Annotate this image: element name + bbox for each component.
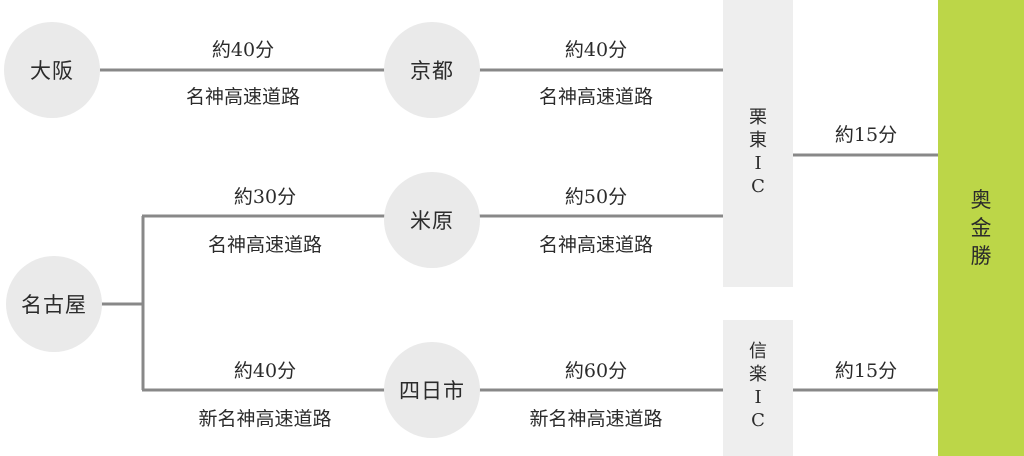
route-nagoya-maibara-road: 名神高速道路 [207, 234, 323, 256]
route-nagoya-yokkaichi-road: 新名神高速道路 [198, 408, 332, 430]
route-osaka-kyoto-time: 約40分 [211, 39, 275, 61]
shigaraki-ic-box: 信 楽 I C [723, 320, 793, 456]
city-osaka-label: 大阪 [30, 59, 74, 83]
route-kyoto-ritto-road: 名神高速道路 [538, 86, 654, 108]
destination-char: 奥 [970, 188, 992, 212]
shigaraki-ic-char: 楽 [749, 364, 767, 385]
ritto-ic-char: C [751, 176, 765, 197]
shigaraki-ic-char: 信 [749, 341, 767, 362]
destination-char: 勝 [970, 244, 992, 268]
city-yokkaichi-label: 四日市 [399, 379, 465, 403]
shigaraki-ic-char: I [754, 387, 762, 408]
city-nagoya-label: 名古屋 [21, 293, 87, 317]
route-shigaraki-destination-time: 約15分 [834, 360, 898, 382]
city-yokkaichi: 四日市 [384, 342, 480, 438]
route-osaka-kyoto-road: 名神高速道路 [185, 86, 301, 108]
ritto-ic-char: 東 [749, 130, 767, 151]
route-kyoto-ritto-time: 約40分 [564, 39, 628, 61]
route-yokkaichi-shigaraki-road: 新名神高速道路 [529, 408, 663, 430]
route-yokkaichi-shigaraki-time: 約60分 [564, 360, 628, 382]
destination-char: 金 [970, 216, 992, 240]
shigaraki-ic-char: C [751, 410, 765, 431]
city-osaka: 大阪 [4, 22, 100, 118]
destination-okukanegatsu: 奥 金 勝 [938, 0, 1024, 456]
ritto-ic-box: 栗 東 I C [723, 0, 793, 287]
city-nagoya: 名古屋 [6, 256, 102, 352]
route-maibara-ritto-time: 約50分 [564, 186, 628, 208]
city-maibara-label: 米原 [410, 209, 454, 233]
city-maibara: 米原 [384, 172, 480, 268]
route-nagoya-maibara-time: 約30分 [233, 186, 297, 208]
route-nagoya-yokkaichi-time: 約40分 [233, 360, 297, 382]
ritto-ic-char: I [754, 153, 762, 174]
ritto-ic-char: 栗 [749, 107, 767, 128]
city-kyoto-label: 京都 [410, 59, 454, 83]
route-ritto-destination-time: 約15分 [834, 124, 898, 146]
city-kyoto: 京都 [384, 22, 480, 118]
route-maibara-ritto-road: 名神高速道路 [538, 234, 654, 256]
